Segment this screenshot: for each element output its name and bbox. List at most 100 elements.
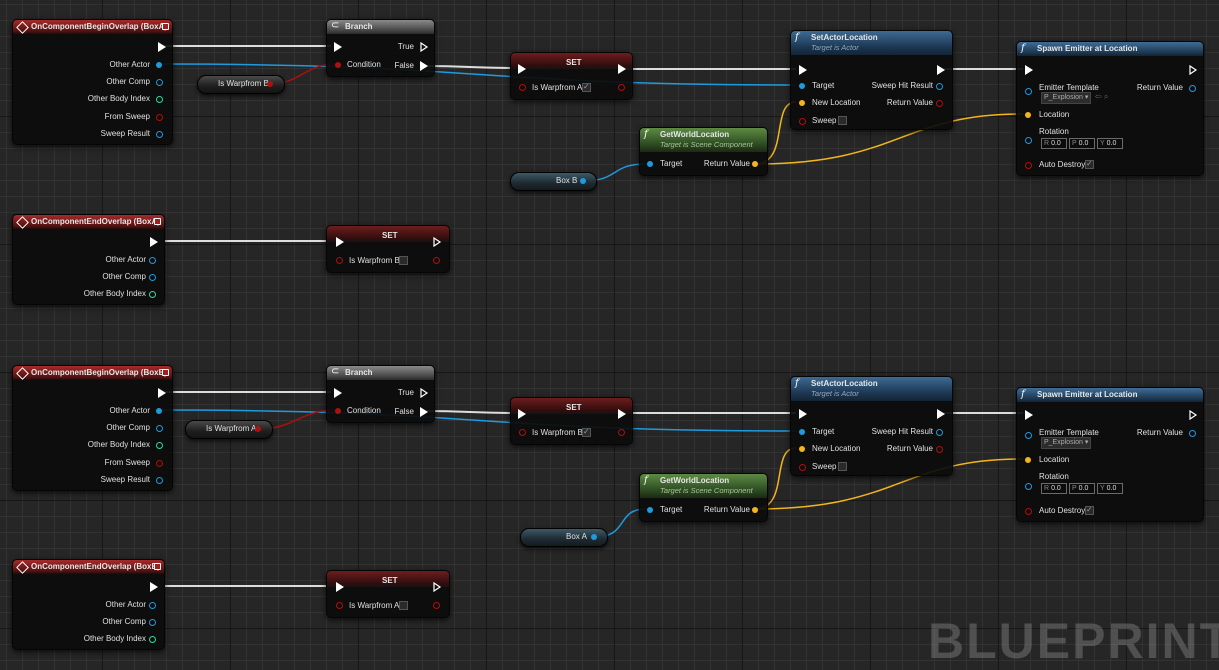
true-exec-pin[interactable]: [420, 388, 429, 398]
set-node-warp-a-true[interactable]: SET Is Warpfrom A: [510, 52, 633, 100]
from-sweep-pin[interactable]: [156, 460, 163, 467]
var-is-warpfrom-a[interactable]: Is Warpfrom A: [185, 420, 273, 439]
value-out-pin[interactable]: [433, 602, 440, 609]
exec-out-pin[interactable]: [1189, 410, 1198, 420]
var-out-pin[interactable]: [267, 81, 273, 87]
event-end-overlap-boxb[interactable]: OnComponentEndOverlap (BoxB) Other Actor…: [12, 559, 165, 650]
emitter-template-dropdown[interactable]: P_Explosion ▾: [1041, 437, 1092, 449]
asset-actions-icon[interactable]: ⇦ ⌕: [1095, 92, 1109, 101]
value-in-pin[interactable]: [336, 602, 343, 609]
return-value-pin[interactable]: [936, 100, 943, 107]
false-exec-pin[interactable]: [420, 407, 428, 417]
location-pin[interactable]: [1025, 112, 1031, 118]
branch-node-a[interactable]: ⊂ Branch True Condition False: [326, 19, 435, 77]
exec-out-pin[interactable]: [158, 42, 166, 52]
target-pin[interactable]: [799, 83, 805, 89]
event-begin-overlap-boxa[interactable]: OnComponentBeginOverlap (BoxA) Other Act…: [12, 19, 173, 145]
value-in-pin[interactable]: [519, 429, 526, 436]
other-body-index-pin[interactable]: [156, 96, 163, 103]
var-box-b[interactable]: Box B: [510, 172, 597, 191]
value-checkbox[interactable]: [399, 256, 408, 265]
other-comp-pin[interactable]: [156, 79, 163, 86]
target-pin[interactable]: [647, 161, 653, 167]
sweep-result-pin[interactable]: [156, 131, 163, 138]
other-actor-pin[interactable]: [149, 257, 156, 264]
emitter-template-pin[interactable]: [1025, 88, 1032, 95]
rotation-pin[interactable]: [1025, 137, 1032, 144]
exec-out-pin[interactable]: [618, 409, 626, 419]
return-value-pin[interactable]: [752, 161, 758, 167]
sweep-result-pin[interactable]: [156, 477, 163, 484]
location-pin[interactable]: [1025, 457, 1031, 463]
target-pin[interactable]: [647, 507, 653, 513]
auto-destroy-pin[interactable]: [1025, 162, 1032, 169]
value-checkbox[interactable]: [582, 427, 591, 437]
exec-in-pin[interactable]: [336, 582, 344, 592]
value-in-pin[interactable]: [336, 257, 343, 264]
event-begin-overlap-boxb[interactable]: OnComponentBeginOverlap (BoxB) Other Act…: [12, 365, 173, 491]
set-actor-location-node-a[interactable]: f SetActorLocation Target is Actor Targe…: [790, 30, 953, 130]
spawn-emitter-node-b[interactable]: f Spawn Emitter at Location Emitter Temp…: [1016, 387, 1204, 522]
exec-out-pin[interactable]: [150, 237, 158, 247]
exec-in-pin[interactable]: [518, 64, 526, 74]
spawn-emitter-node-a[interactable]: f Spawn Emitter at Location Emitter Temp…: [1016, 41, 1204, 176]
sweep-hit-result-pin[interactable]: [936, 429, 943, 436]
var-out-pin[interactable]: [580, 178, 586, 184]
exec-in-pin[interactable]: [1025, 410, 1033, 420]
exec-in-pin[interactable]: [799, 65, 807, 75]
condition-pin[interactable]: [335, 408, 341, 414]
new-location-pin[interactable]: [799, 446, 805, 452]
other-comp-pin[interactable]: [156, 425, 163, 432]
condition-pin[interactable]: [335, 62, 341, 68]
exec-in-pin[interactable]: [799, 409, 807, 419]
other-body-index-pin[interactable]: [149, 291, 156, 298]
other-actor-pin[interactable]: [156, 62, 162, 68]
true-exec-pin[interactable]: [420, 42, 429, 52]
return-value-pin[interactable]: [936, 446, 943, 453]
exec-out-pin[interactable]: [158, 388, 166, 398]
sweep-hit-result-pin[interactable]: [936, 83, 943, 90]
sweep-checkbox[interactable]: [838, 462, 847, 471]
auto-destroy-checkbox[interactable]: [1085, 505, 1094, 515]
var-box-a[interactable]: Box A: [520, 528, 608, 547]
emitter-template-pin[interactable]: [1025, 432, 1032, 439]
false-exec-pin[interactable]: [420, 61, 428, 71]
exec-out-pin[interactable]: [618, 64, 626, 74]
other-comp-pin[interactable]: [149, 619, 156, 626]
sweep-pin[interactable]: [799, 464, 806, 471]
get-world-location-node-b[interactable]: f GetWorldLocation Target is Scene Compo…: [639, 473, 768, 522]
other-comp-pin[interactable]: [149, 274, 156, 281]
value-in-pin[interactable]: [519, 84, 526, 91]
exec-in-pin[interactable]: [1025, 65, 1033, 75]
exec-out-pin[interactable]: [150, 582, 158, 592]
var-is-warpfrom-b[interactable]: Is Warpfrom B: [197, 75, 285, 94]
get-world-location-node-a[interactable]: f GetWorldLocation Target is Scene Compo…: [639, 127, 768, 176]
var-out-pin[interactable]: [591, 534, 597, 540]
target-pin[interactable]: [799, 429, 805, 435]
return-value-pin[interactable]: [1189, 85, 1196, 92]
sweep-pin[interactable]: [799, 118, 806, 125]
emitter-template-dropdown[interactable]: P_Explosion ▾: [1041, 92, 1092, 104]
value-checkbox[interactable]: [582, 82, 591, 92]
other-actor-pin[interactable]: [156, 408, 162, 414]
branch-node-b[interactable]: ⊂ Branch True Condition False: [326, 365, 435, 423]
set-node-warp-b-true[interactable]: SET Is Warpfrom B: [510, 397, 633, 445]
exec-out-pin[interactable]: [433, 582, 442, 592]
other-body-index-pin[interactable]: [149, 636, 156, 643]
rotation-pin[interactable]: [1025, 483, 1032, 490]
set-actor-location-node-b[interactable]: f SetActorLocation Target is Actor Targe…: [790, 376, 953, 476]
var-out-pin[interactable]: [255, 426, 261, 432]
exec-out-pin[interactable]: [433, 237, 442, 247]
set-node-warp-b-false[interactable]: SET Is Warpfrom B: [326, 225, 450, 273]
exec-in-pin[interactable]: [518, 409, 526, 419]
exec-in-pin[interactable]: [334, 388, 342, 398]
auto-destroy-checkbox[interactable]: [1085, 159, 1094, 169]
new-location-pin[interactable]: [799, 100, 805, 106]
return-value-pin[interactable]: [752, 507, 758, 513]
other-actor-pin[interactable]: [149, 602, 156, 609]
